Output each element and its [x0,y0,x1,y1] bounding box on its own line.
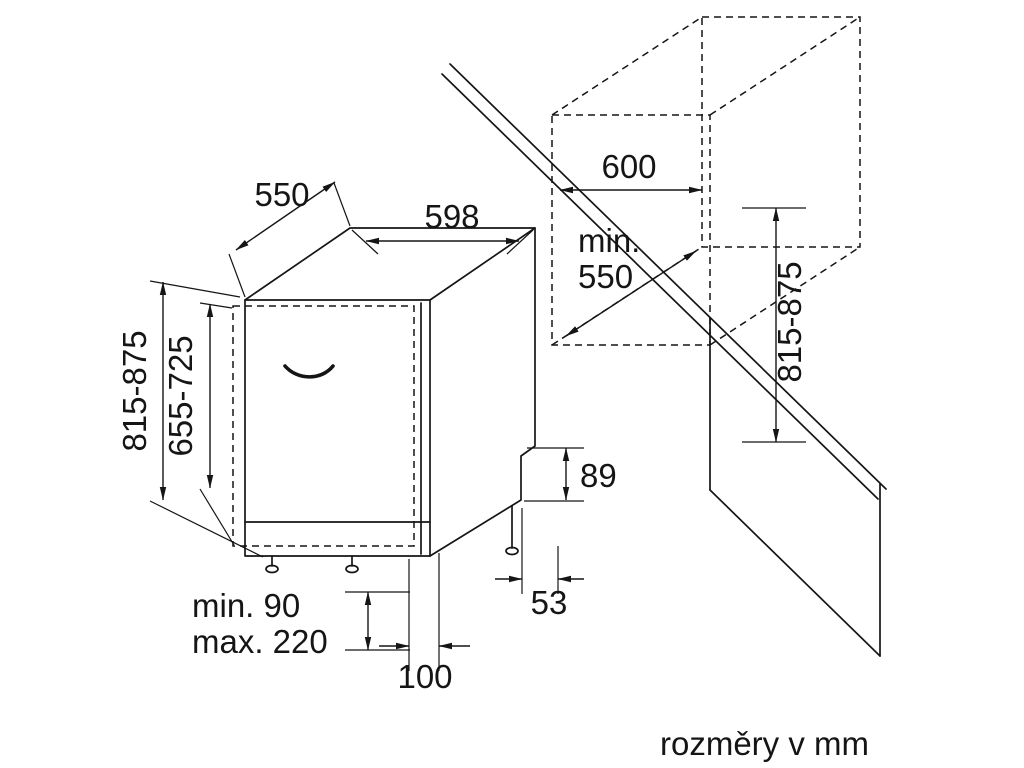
niche-dashed-box [551,16,861,346]
label-niche-width: 600 [601,148,656,185]
label-niche-depth-prefix: min. [578,222,640,259]
label-rear-foot-offset: 53 [531,584,568,621]
label-niche-height: 815-875 [771,261,808,382]
dimension-door-panel-height [199,302,235,546]
dimension-base-height [345,591,410,651]
dimension-rear-foot-offset [495,508,584,594]
dimension-niche-depth [565,250,697,337]
label-appliance-height: 815-875 [116,330,153,451]
furniture-door-panel-outline [232,305,415,547]
label-top-depth: 550 [254,176,309,213]
label-niche-depth-value: 550 [578,258,633,295]
label-door-panel-height: 655-725 [162,335,199,456]
units-caption: rozměry v mm [660,725,869,762]
dishwasher-body [232,227,536,574]
dimension-top-depth [228,181,351,298]
countertop-lines [441,63,887,500]
dimension-appliance-height [149,280,264,558]
dimension-top-width [351,229,534,255]
cabinet-run [709,317,881,657]
dimension-rear-clearance [524,447,584,502]
dimension-front-foot-offset [379,553,470,671]
label-front-foot-offset: 100 [397,658,452,695]
label-base-height-max: max. 220 [192,623,328,660]
adjustable-feet [265,505,519,574]
dimension-labels: 550 598 600 min. 550 815-875 815-875 655… [116,148,869,762]
label-base-height-min: min. 90 [192,587,300,624]
label-rear-clearance: 89 [580,457,617,494]
door-handle [283,364,335,379]
label-top-width: 598 [424,198,479,235]
dimension-niche-height [742,207,806,443]
